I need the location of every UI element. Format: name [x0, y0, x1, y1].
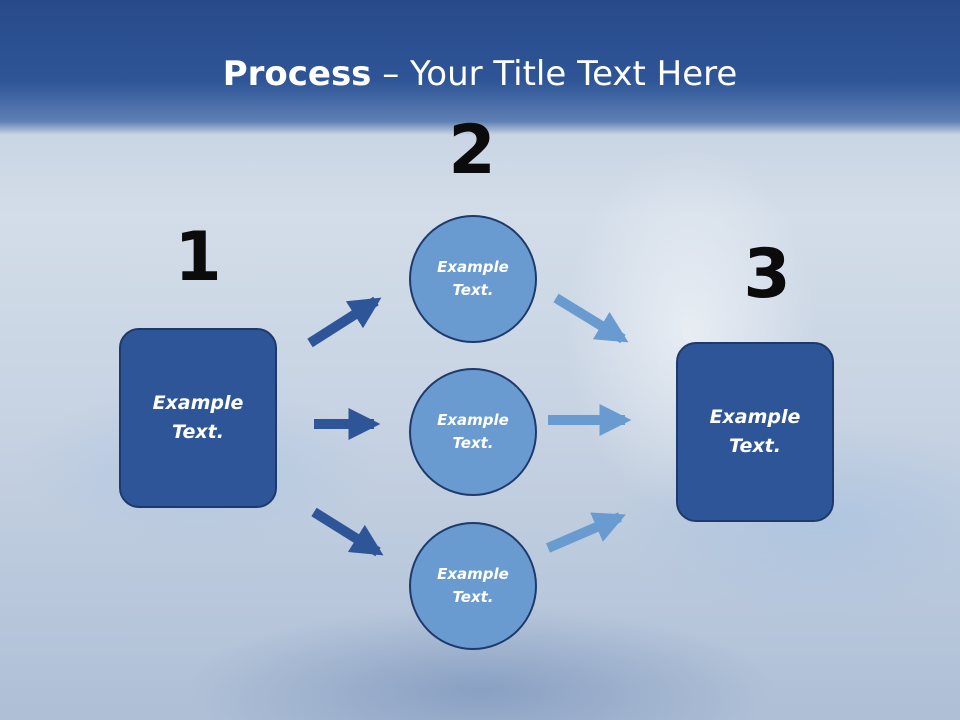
circle-bottom-line2: Text. — [452, 588, 494, 606]
title-rest: – Your Title Text Here — [371, 54, 738, 94]
process-circle-middle[interactable]: Example Text. — [409, 368, 537, 496]
circle-top-line2: Text. — [452, 281, 494, 299]
arrow-box1-to-circle-bottom — [311, 507, 384, 557]
step-number-2: 2 — [448, 111, 496, 190]
header-band — [0, 0, 960, 135]
step-number-3: 3 — [743, 235, 791, 314]
box3-text-line1: Example — [709, 406, 801, 428]
process-box-3[interactable]: Example Text. — [676, 342, 834, 522]
arrow-circle-top-to-box3 — [553, 293, 629, 344]
circle-middle-line2: Text. — [452, 434, 494, 452]
circle-bottom-line1: Example — [437, 565, 509, 583]
step-number-1: 1 — [174, 218, 222, 297]
circle-middle-line1: Example — [437, 411, 509, 429]
box3-text-line2: Text. — [729, 435, 781, 457]
circle-top-line1: Example — [437, 258, 509, 276]
process-circle-top[interactable]: Example Text. — [409, 215, 537, 343]
box1-text-line2: Text. — [172, 421, 224, 443]
arrow-circle-bottom-to-box3 — [546, 512, 626, 553]
arrow-box1-to-circle-top — [307, 296, 382, 348]
title-bold: Process — [222, 54, 372, 94]
process-circle-bottom[interactable]: Example Text. — [409, 522, 537, 650]
box1-text-line1: Example — [152, 392, 244, 414]
process-box-1[interactable]: Example Text. — [119, 328, 277, 508]
slide-title: Process – Your Title Text Here — [0, 52, 960, 96]
